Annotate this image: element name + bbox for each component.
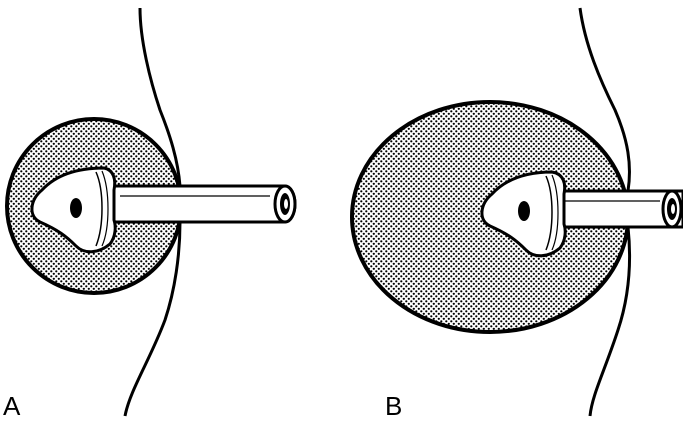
catheter-b	[480, 170, 683, 258]
panel-a	[5, 7, 297, 417]
tip-eyelet-b	[518, 201, 530, 221]
wall-line-a	[123, 7, 182, 417]
panel-label-b: B	[385, 391, 403, 421]
panel-label-a: A	[3, 391, 21, 421]
panel-b	[350, 7, 683, 417]
catheter-a	[30, 166, 297, 254]
wall-line-b	[578, 7, 632, 417]
tip-eyelet-a	[70, 198, 82, 218]
